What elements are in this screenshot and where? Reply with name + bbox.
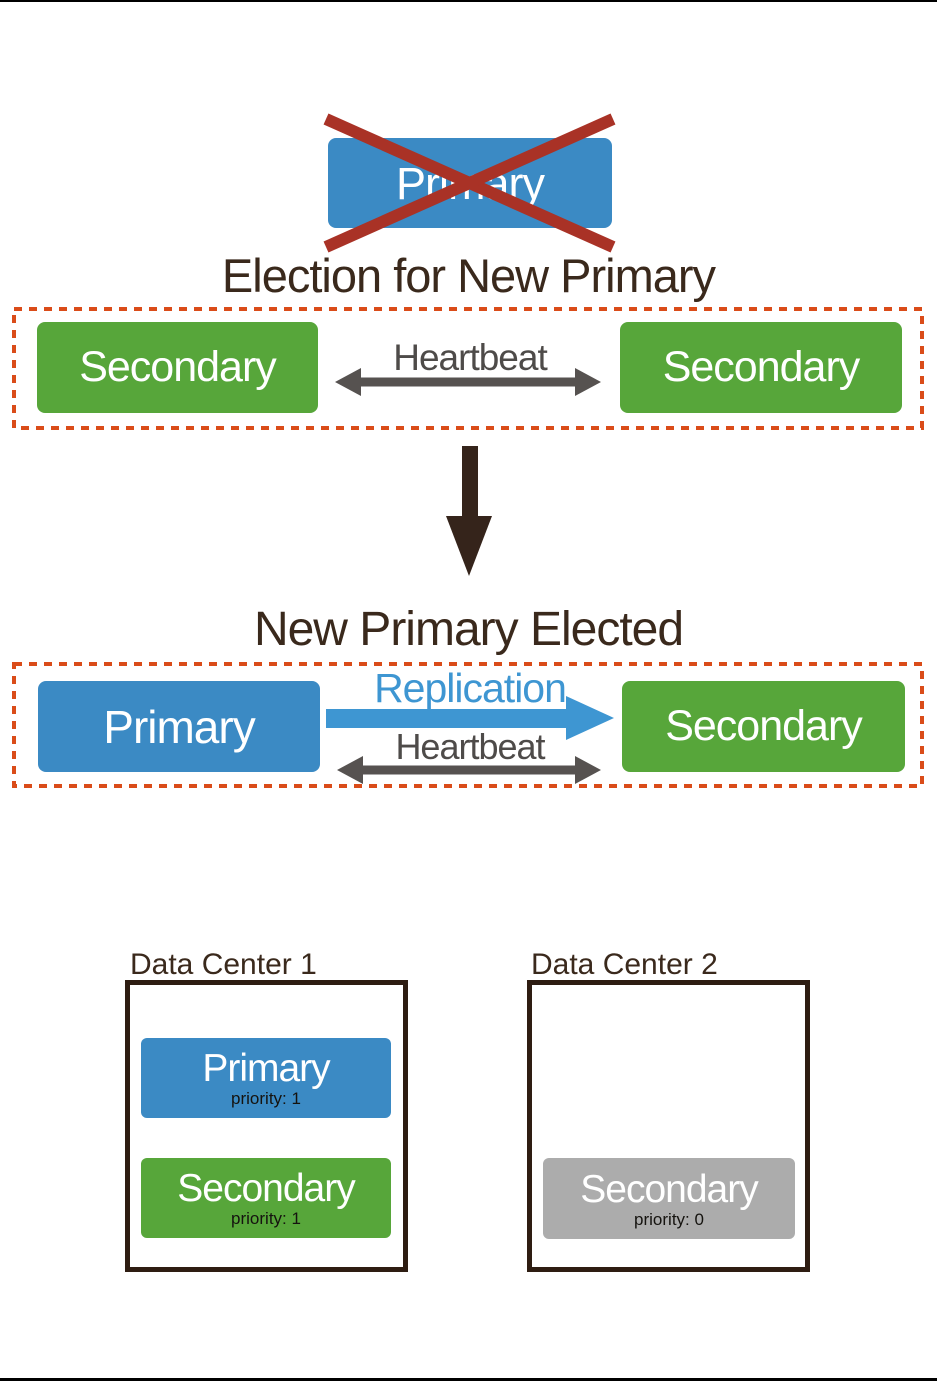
node-priority: priority: 1 bbox=[231, 1209, 301, 1228]
election-secondary-left-node: Secondary bbox=[37, 322, 318, 413]
dc1-secondary-node: Secondary priority: 1 bbox=[141, 1158, 391, 1238]
elected-title: New Primary Elected bbox=[253, 603, 684, 656]
node-priority: priority: 1 bbox=[231, 1089, 301, 1108]
election-secondary-right-node: Secondary bbox=[620, 322, 902, 413]
elected-secondary-node: Secondary bbox=[622, 681, 905, 772]
replication-arrow-icon bbox=[326, 696, 614, 740]
node-label: Secondary bbox=[662, 343, 861, 391]
replication-label: Replication bbox=[374, 665, 567, 711]
node-label: Primary bbox=[103, 700, 255, 753]
node-label: Primary bbox=[202, 1047, 330, 1090]
election-title: Election for New Primary bbox=[221, 249, 716, 302]
dc2-secondary-node: Secondary priority: 0 bbox=[543, 1158, 795, 1239]
elected-dashed-box bbox=[12, 662, 924, 788]
node-label: Secondary bbox=[580, 1167, 758, 1211]
page-bottom-border bbox=[0, 1378, 937, 1381]
page-top-border bbox=[0, 0, 937, 2]
election-heartbeat-label: Heartbeat bbox=[393, 337, 548, 378]
node-priority: priority: 0 bbox=[634, 1209, 704, 1229]
election-dashed-box bbox=[12, 307, 924, 430]
heartbeat-double-arrow-icon bbox=[337, 756, 601, 784]
dc1-primary-node: Primary priority: 1 bbox=[141, 1038, 391, 1118]
down-arrow-icon bbox=[446, 446, 492, 576]
data-center-2-title: Data Center 2 bbox=[531, 948, 718, 981]
heartbeat-double-arrow-icon bbox=[335, 368, 601, 396]
data-center-1-title: Data Center 1 bbox=[130, 948, 317, 981]
node-label: Secondary bbox=[665, 702, 863, 750]
elected-primary-node: Primary bbox=[38, 681, 320, 772]
red-x-icon bbox=[323, 113, 616, 253]
node-label: Secondary bbox=[79, 343, 277, 391]
node-label: Secondary bbox=[177, 1167, 355, 1210]
elected-heartbeat-label: Heartbeat bbox=[395, 726, 545, 767]
